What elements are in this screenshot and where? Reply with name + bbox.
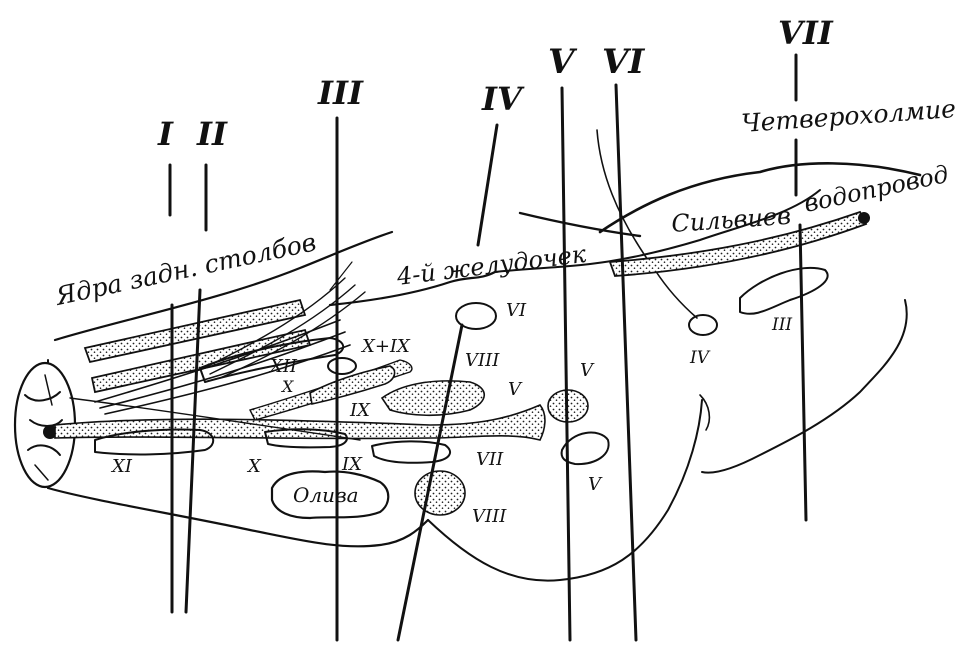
- label-nucleus-v-right: V: [580, 360, 595, 381]
- label-nucleus-iv-small: IV: [689, 348, 711, 368]
- label-sylvian: Сильвиев: [670, 202, 791, 238]
- section-number-vii: VII: [778, 14, 834, 52]
- section-number-vi: VI: [602, 42, 645, 82]
- label-nucleus-v-lower: V: [588, 474, 603, 495]
- nucleus-iv: [689, 315, 717, 335]
- label-nucleus-ix-lower: IX: [341, 454, 363, 475]
- label-oliva: Олива: [293, 483, 359, 507]
- nucleus-iii: [740, 268, 828, 314]
- label-nucleus-v-mid: V: [508, 379, 523, 400]
- label-nucleus-xi: XI: [110, 456, 133, 477]
- nucleus-ix-upper: [382, 381, 484, 415]
- label-nucleus-x-upper: X: [280, 377, 294, 396]
- section-number-iv: IV: [481, 80, 525, 118]
- label-nucleus-vii: VII: [476, 449, 504, 470]
- label-aqueduct: водопровод: [801, 160, 951, 218]
- section-number-iii: III: [317, 74, 364, 112]
- label-quadrigemina: Четверохолмие: [740, 94, 955, 138]
- label-fourth-ventricle: 4-й желудочек: [394, 240, 588, 291]
- label-nucleus-iii-small: III: [771, 315, 792, 335]
- region-labels: Четверохолмие Сильвиев водопровод 4-й же…: [52, 94, 955, 507]
- nuclei: [95, 268, 828, 518]
- label-nucleus-xii: XII: [268, 356, 298, 377]
- label-posterior-column-nuclei: Ядра задн. столбов: [52, 227, 318, 311]
- label-nucleus-vi: VI: [506, 300, 527, 321]
- section-number-ii: II: [196, 115, 228, 153]
- label-nucleus-x-ix: X+IX: [360, 336, 411, 357]
- label-nucleus-ix-upper: IX: [349, 400, 371, 421]
- section-number-i: I: [157, 115, 174, 153]
- label-nucleus-viii-lower: VIII: [472, 506, 507, 527]
- label-nucleus-x-lower: X: [246, 456, 262, 477]
- nucleus-x-ix: [328, 358, 356, 374]
- section-number-v: V: [548, 42, 578, 82]
- label-nucleus-viii-upper: VIII: [465, 350, 500, 371]
- nucleus-viii-lower: [415, 471, 465, 515]
